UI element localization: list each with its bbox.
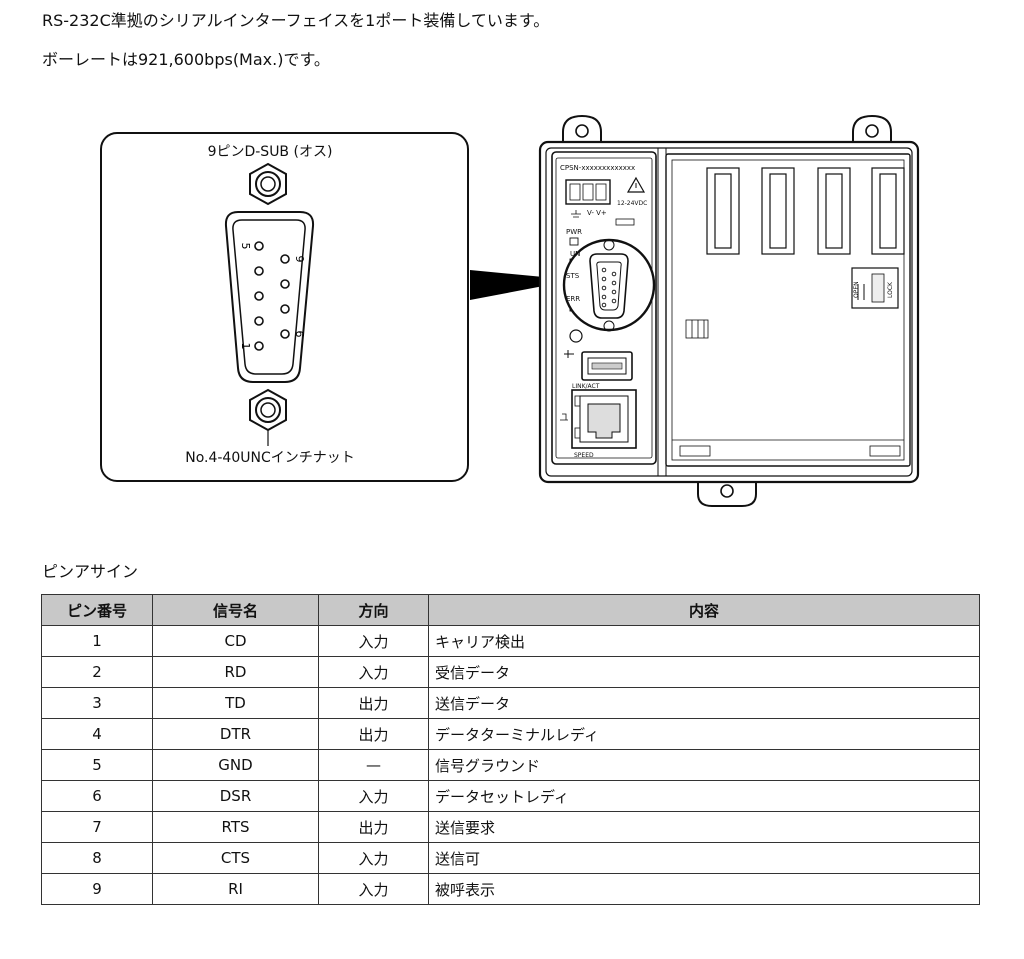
cell-description: データセットレディ bbox=[428, 780, 980, 812]
nut-label: No.4-40UNCインチナット bbox=[185, 450, 355, 466]
cell-direction: 入力 bbox=[318, 842, 429, 874]
led-label-err: ERR bbox=[566, 295, 580, 303]
header-direction: 方向 bbox=[318, 594, 429, 626]
speed-label: SPEED bbox=[574, 452, 594, 459]
cell-signal: DTR bbox=[152, 718, 319, 750]
cell-direction: 入力 bbox=[318, 625, 429, 657]
cell-pin: 6 bbox=[41, 780, 153, 812]
cell-pin: 5 bbox=[41, 749, 153, 781]
table-row: 2 RD 入力 受信データ bbox=[41, 656, 980, 688]
pin-label-5: 5 bbox=[239, 243, 252, 250]
dsub-pins bbox=[254, 241, 290, 351]
cell-description: 送信データ bbox=[428, 687, 980, 719]
device-illustration bbox=[538, 114, 920, 507]
header-signal: 信号名 bbox=[152, 594, 319, 626]
table-row: 4 DTR 出力 データターミナルレディ bbox=[41, 718, 980, 750]
connector-title: 9ピンD-SUB (オス) bbox=[208, 144, 333, 160]
bottom-nut-icon bbox=[249, 388, 287, 432]
device-power-terminals: V- V+ bbox=[587, 209, 607, 217]
cell-description: 送信可 bbox=[428, 842, 980, 874]
section-title: ピンアサイン bbox=[42, 562, 139, 581]
cell-pin: 7 bbox=[41, 811, 153, 843]
dsub-shell bbox=[224, 211, 315, 383]
table-row: 1 CD 入力 キャリア検出 bbox=[41, 625, 980, 657]
cell-pin: 3 bbox=[41, 687, 153, 719]
pin-label-9: 9 bbox=[293, 256, 306, 263]
table-row: 5 GND — 信号グラウンド bbox=[41, 749, 980, 781]
connector-figure: 9ピンD-SUB (オス) 5 9 1 6 No.4-40UNCインチナット bbox=[100, 114, 920, 507]
intro-line-1: RS-232C準拠のシリアルインターフェイスを1ポート装備しています。 bbox=[42, 11, 550, 30]
led-label-un: UN bbox=[570, 250, 580, 258]
cell-direction: 入力 bbox=[318, 873, 429, 905]
header-description: 内容 bbox=[428, 594, 980, 626]
cell-description: データターミナルレディ bbox=[428, 718, 980, 750]
cell-signal: CTS bbox=[152, 842, 319, 874]
cell-signal: GND bbox=[152, 749, 319, 781]
table-row: 3 TD 出力 送信データ bbox=[41, 687, 980, 719]
cell-description: 被呼表示 bbox=[428, 873, 980, 905]
top-nut-icon bbox=[249, 162, 287, 206]
cell-direction: 出力 bbox=[318, 811, 429, 843]
table-row: 8 CTS 入力 送信可 bbox=[41, 842, 980, 874]
link-label: LINK/ACT bbox=[572, 383, 600, 390]
cell-description: 信号グラウンド bbox=[428, 749, 980, 781]
cell-pin: 2 bbox=[41, 656, 153, 688]
cell-signal: RD bbox=[152, 656, 319, 688]
cell-signal: RI bbox=[152, 873, 319, 905]
cell-signal: CD bbox=[152, 625, 319, 657]
cell-signal: TD bbox=[152, 687, 319, 719]
lock-label: LOCK bbox=[887, 281, 894, 298]
cell-direction: — bbox=[318, 749, 429, 781]
table-row: 6 DSR 入力 データセットレディ bbox=[41, 780, 980, 812]
open-label: OPEN bbox=[853, 281, 860, 298]
cell-pin: 8 bbox=[41, 842, 153, 874]
device-serial: CPSN-xxxxxxxxxxxxx bbox=[560, 164, 635, 172]
cell-description: 送信要求 bbox=[428, 811, 980, 843]
led-label-sts: STS bbox=[566, 272, 580, 280]
pin-label-1: 1 bbox=[239, 343, 252, 350]
cell-direction: 出力 bbox=[318, 718, 429, 750]
cell-signal: DSR bbox=[152, 780, 319, 812]
header-pin: ピン番号 bbox=[41, 594, 153, 626]
cell-pin: 4 bbox=[41, 718, 153, 750]
table-row: 7 RTS 出力 送信要求 bbox=[41, 811, 980, 843]
pin-assignment-table: ピン番号 信号名 方向 内容 1 CD 入力 キャリア検出 2 RD 入力 受信… bbox=[41, 594, 980, 905]
led-label-pwr: PWR bbox=[566, 228, 582, 236]
table-header-row: ピン番号 信号名 方向 内容 bbox=[41, 594, 980, 626]
cell-direction: 出力 bbox=[318, 687, 429, 719]
cell-pin: 9 bbox=[41, 873, 153, 905]
intro-line-2: ボーレートは921,600bps(Max.)です。 bbox=[42, 50, 330, 69]
cell-description: 受信データ bbox=[428, 656, 980, 688]
table-row: 9 RI 入力 被呼表示 bbox=[41, 873, 980, 905]
cell-description: キャリア検出 bbox=[428, 625, 980, 657]
pin-label-6: 6 bbox=[293, 331, 306, 338]
cell-signal: RTS bbox=[152, 811, 319, 843]
cell-direction: 入力 bbox=[318, 656, 429, 688]
cell-pin: 1 bbox=[41, 625, 153, 657]
device-voltage: 12-24VDC bbox=[617, 200, 647, 207]
cell-direction: 入力 bbox=[318, 780, 429, 812]
